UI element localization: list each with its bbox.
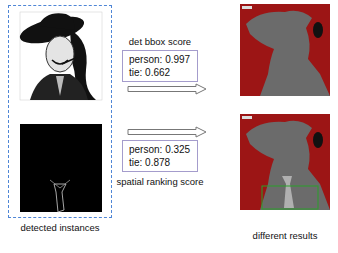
score-text: person: 0.325 <box>129 143 191 156</box>
tie-instance-image <box>20 124 102 212</box>
score-text: tie: 0.878 <box>129 156 191 169</box>
score-box: person: 0.325tie: 0.878spatial ranking s… <box>122 140 198 172</box>
caption-text: det bbox score <box>129 36 191 48</box>
segmentation-result <box>240 4 330 96</box>
caption-text: spatial ranking score <box>116 176 203 188</box>
person-instance-image <box>17 11 102 100</box>
segmentation-result <box>240 114 330 210</box>
score-text: person: 0.997 <box>129 53 191 66</box>
caption-text: detected instances <box>20 222 99 234</box>
caption-text: different results <box>253 230 318 242</box>
instances-panel: detected instances <box>8 5 112 218</box>
hollow-arrow <box>128 84 206 94</box>
hollow-arrow <box>128 127 206 137</box>
score-box: det bbox scoreperson: 0.997tie: 0.662 <box>122 50 198 82</box>
score-text: tie: 0.662 <box>129 66 191 79</box>
